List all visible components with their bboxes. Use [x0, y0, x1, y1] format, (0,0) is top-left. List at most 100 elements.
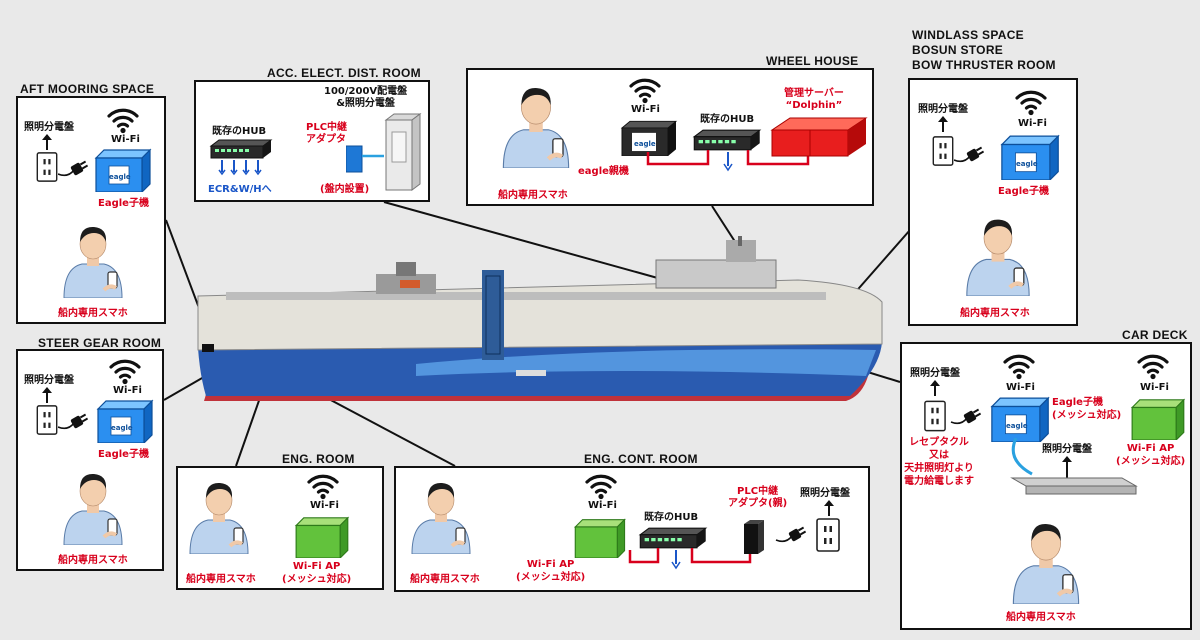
outlet-icon: [816, 518, 840, 552]
wheel-house-panel: 船内専用スマホ Wi-Fi eagle eagle親機 既存のHUB 管理サーバ…: [466, 68, 874, 206]
lan-cable-lines: [646, 150, 810, 172]
up-arrow-icon: [938, 116, 948, 132]
up-arrow-icon: [42, 387, 52, 403]
wifi-icon: [1015, 90, 1047, 116]
wifi-label: Wi-Fi: [1140, 382, 1169, 393]
eagle-child-label: Eagle子機: [98, 449, 149, 460]
wifi-label: Wi-Fi: [1018, 118, 1047, 129]
plug-icon: [774, 526, 808, 544]
wheel-house-title: WHEEL HOUSE: [766, 54, 859, 68]
eng-room-title: ENG. ROOM: [282, 452, 355, 466]
plc-adapter-icon: [346, 145, 384, 173]
plug-icon: [954, 146, 984, 163]
plug-icon: [58, 413, 88, 430]
wifi-ap-icon: [574, 519, 626, 558]
eng-cont-panel: 船内専用スマホ Wi-Fi Wi-Fi AP (メッシュ対応) 既存のHUB P…: [394, 466, 870, 592]
outlet-icon: [36, 405, 58, 435]
eng-cont-title: ENG. CONT. ROOM: [584, 452, 698, 466]
light-panel-label: 照明分電盤: [1042, 444, 1092, 455]
existing-hub-label: 既存のHUB: [700, 114, 755, 125]
plug-icon: [949, 408, 983, 425]
windlass-title: WINDLASS SPACE BOSUN STORE BOW THRUSTER …: [912, 28, 1056, 72]
car-deck-title: CAR DECK: [1122, 328, 1188, 342]
wifi-icon: [107, 108, 139, 134]
eagle-parent-label: eagle親機: [578, 166, 629, 177]
shipboard-phone-label: 船内専用スマホ: [498, 190, 568, 201]
existing-hub-label: 既存のHUB: [644, 512, 699, 523]
eng-cont-panel-label: 照明分電盤: [800, 488, 850, 499]
windlass-panel: 照明分電盤 Wi-Fi eagle Eagle子機 船内専用スマホ: [908, 78, 1078, 326]
plc-adapter-label: PLC中継 アダプタ: [306, 122, 348, 145]
management-server-label: 管理サーバー “Dolphin”: [784, 88, 844, 111]
car-deck-panel-label: 照明分電盤: [910, 368, 960, 379]
shipboard-phone-label: 船内専用スマホ: [58, 308, 128, 319]
wifi-icon: [1003, 354, 1035, 380]
plc-adapter-icon: [744, 520, 764, 554]
steer-gear-panel-label: 照明分電盤: [24, 375, 74, 386]
in-panel-note: (盤内設置): [320, 184, 370, 195]
person-with-phone-icon: [62, 224, 124, 298]
person-with-phone-icon: [960, 210, 1036, 296]
eagle-logo: eagle: [1016, 160, 1038, 168]
up-arrow-icon: [42, 134, 52, 150]
outlet-icon: [932, 136, 954, 166]
wifi-ap-icon: [295, 517, 349, 558]
eagle-child-device-icon: eagle: [996, 132, 1062, 180]
person-with-phone-icon: [62, 471, 124, 545]
eagle-logo: eagle: [1006, 422, 1028, 430]
person-with-phone-icon: [1006, 514, 1086, 604]
wifi-label: Wi-Fi: [310, 500, 339, 511]
aft-mooring-title: AFT MOORING SPACE: [20, 82, 155, 96]
distribution-board-label: 100/200V配電盤 &照明分電盤: [324, 86, 408, 109]
shipboard-phone-label: 船内専用スマホ: [58, 555, 128, 566]
steer-gear-title: STEER GEAR ROOM: [38, 336, 162, 350]
eagle-child-device-icon: eagle: [90, 146, 154, 192]
ship-illustration: [197, 236, 883, 401]
wifi-ap-mesh-label: Wi-Fi AP (メッシュ対応): [282, 561, 352, 585]
server-icon: [770, 117, 868, 157]
ceiling-light-icon: [1010, 438, 1138, 495]
eagle-child-label: Eagle子機: [998, 186, 1049, 197]
steer-gear-panel: 照明分電盤 Wi-Fi eagle Eagle子機 船内専用スマホ: [16, 349, 164, 571]
wifi-ap-mesh-label: Wi-Fi AP (メッシュ対応): [1116, 443, 1186, 467]
existing-hub-label: 既存のHUB: [212, 126, 267, 137]
eagle-child-device-icon: eagle: [92, 397, 156, 443]
receptacle-note: レセプタクル 又は 天井照明灯より 電力給電します: [904, 437, 974, 487]
plc-adapter-parent-label: PLC中継 アダプタ(親): [728, 486, 788, 509]
acc-elect-title: ACC. ELECT. DIST. ROOM: [267, 66, 421, 80]
wifi-label: Wi-Fi: [631, 104, 660, 115]
aft-mooring-panel: 照明分電盤 Wi-Fi eagle Eagle子機 船内専用スマホ: [16, 96, 166, 324]
person-with-phone-icon: [188, 480, 250, 554]
wifi-icon: [307, 474, 339, 500]
eagle-child-label: Eagle子機: [98, 198, 149, 209]
outlet-icon: [924, 400, 946, 432]
wifi-icon: [585, 474, 617, 500]
eagle-logo: eagle: [111, 424, 133, 432]
wifi-label: Wi-Fi: [588, 500, 617, 511]
car-deck-panel: 照明分電盤 レセプタクル 又は 天井照明灯より 電力給電します Wi-Fi ea…: [900, 342, 1192, 630]
shipboard-phone-label: 船内専用スマホ: [1006, 612, 1076, 623]
wifi-ap-icon: [1131, 399, 1185, 440]
windlass-panel-label: 照明分電盤: [918, 104, 968, 115]
wifi-icon: [1137, 354, 1169, 380]
aft-mooring-panel-label: 照明分電盤: [24, 122, 74, 133]
eagle-child-device-icon: eagle: [986, 394, 1052, 442]
hub-icon: [210, 139, 272, 159]
shipboard-phone-label: 船内専用スマホ: [960, 308, 1030, 319]
shipboard-phone-label: 船内専用スマホ: [410, 574, 480, 585]
acc-elect-panel: 既存のHUB ECR&W/Hへ 100/200V配電盤 &照明分電盤 PLC中継…: [194, 80, 430, 202]
eagle-parent-device-icon: eagle: [618, 118, 678, 156]
plug-icon: [58, 160, 88, 177]
up-arrow-icon: [930, 380, 940, 396]
shipboard-phone-label: 船内専用スマホ: [186, 574, 256, 585]
wifi-icon: [109, 359, 141, 385]
cable-icon: [218, 160, 262, 176]
hub-destination-label: ECR&W/Hへ: [208, 184, 272, 195]
wifi-label: Wi-Fi: [1006, 382, 1035, 393]
wifi-label: Wi-Fi: [111, 134, 140, 145]
eng-room-panel: 船内専用スマホ Wi-Fi Wi-Fi AP (メッシュ対応): [176, 466, 384, 590]
eagle-logo: eagle: [109, 173, 131, 181]
eagle-child-mesh-label: Eagle子機 (メッシュ対応): [1052, 397, 1122, 421]
wifi-ap-mesh-label: Wi-Fi AP (メッシュ対応): [516, 559, 586, 583]
lan-cable-lines: [628, 546, 752, 570]
